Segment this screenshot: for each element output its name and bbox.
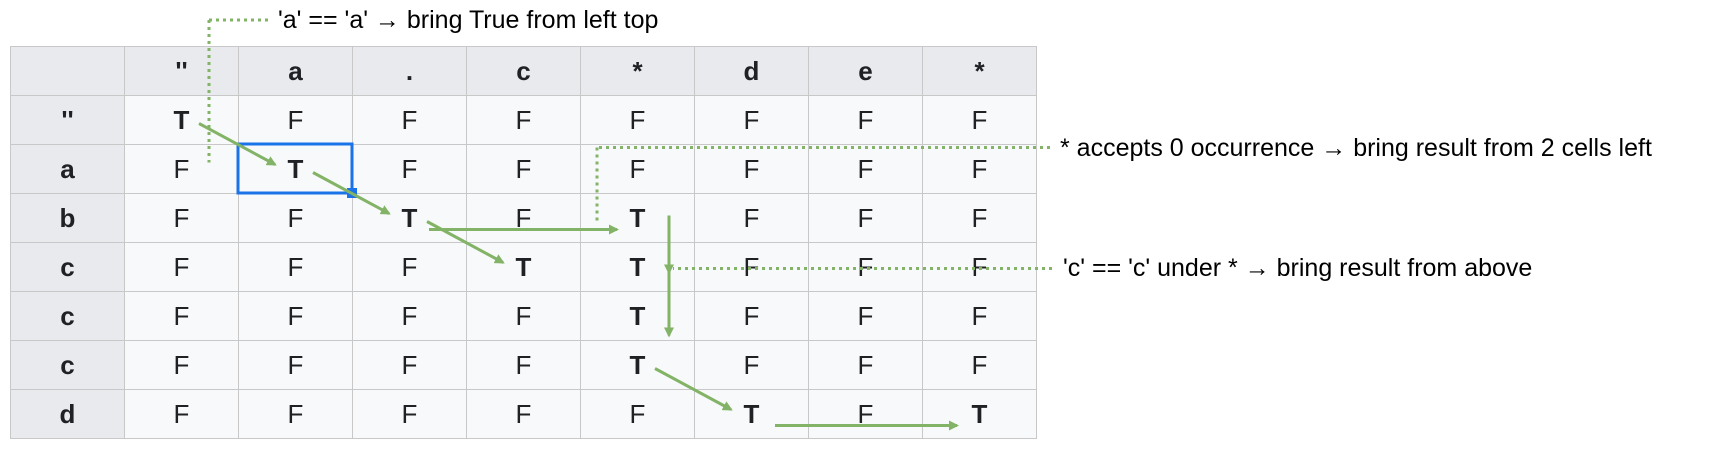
table-cell: T (581, 292, 695, 341)
table-cell: F (809, 96, 923, 145)
table-cell: F (239, 194, 353, 243)
row-header: a (11, 145, 125, 194)
table-cell: T (353, 194, 467, 243)
table-cell: T (581, 194, 695, 243)
table-cell: F (923, 145, 1037, 194)
column-header: * (581, 47, 695, 96)
table-cell: F (695, 96, 809, 145)
table-cell: F (809, 243, 923, 292)
table-cell: T (125, 96, 239, 145)
table-cell: F (353, 341, 467, 390)
annotation-match: 'a' == 'a' → bring True from left top (278, 6, 659, 34)
table-cell: F (581, 390, 695, 439)
table-cell: F (125, 194, 239, 243)
row-header: c (11, 243, 125, 292)
table-cell: F (809, 194, 923, 243)
table-cell: F (581, 145, 695, 194)
table-cell: F (923, 341, 1037, 390)
table-cell: F (581, 96, 695, 145)
table-cell: F (239, 292, 353, 341)
table-cell: F (467, 390, 581, 439)
table-cell: T (695, 390, 809, 439)
table-cell: F (125, 390, 239, 439)
table-cell: F (353, 390, 467, 439)
table-cell: F (353, 145, 467, 194)
table-cell: F (353, 243, 467, 292)
table-cell: F (239, 243, 353, 292)
table-cell: F (239, 96, 353, 145)
table-cell: T (581, 243, 695, 292)
table-cell: F (695, 341, 809, 390)
table-cell: F (239, 341, 353, 390)
table-cell: T (239, 145, 353, 194)
table-cell: F (695, 243, 809, 292)
table-cell: F (809, 341, 923, 390)
column-header: '' (125, 47, 239, 96)
table-cell: F (923, 243, 1037, 292)
column-header: c (467, 47, 581, 96)
table-cell: F (695, 145, 809, 194)
table-cell: F (125, 292, 239, 341)
table-cell: F (467, 341, 581, 390)
table-cell: F (695, 194, 809, 243)
table-cell: T (581, 341, 695, 390)
row-header: b (11, 194, 125, 243)
table-cell: F (809, 390, 923, 439)
annotation-star-zero: * accepts 0 occurrence → bring result fr… (1060, 134, 1652, 162)
table-cell: F (353, 96, 467, 145)
table-cell: F (125, 243, 239, 292)
column-header: * (923, 47, 1037, 96)
table-cell: F (923, 194, 1037, 243)
column-header: d (695, 47, 809, 96)
table-cell: F (467, 96, 581, 145)
table-cell: F (467, 292, 581, 341)
column-header: e (809, 47, 923, 96)
table-cell: F (125, 341, 239, 390)
table-cell: T (923, 390, 1037, 439)
table-cell: F (809, 145, 923, 194)
table-cell: F (923, 292, 1037, 341)
table-cell: F (809, 292, 923, 341)
table-cell: F (467, 145, 581, 194)
row-header: c (11, 292, 125, 341)
table-cell: F (239, 390, 353, 439)
table-cell: T (467, 243, 581, 292)
column-header: a (239, 47, 353, 96)
table-cell: F (353, 292, 467, 341)
table-cell: F (923, 96, 1037, 145)
table-cell: F (695, 292, 809, 341)
column-header: . (353, 47, 467, 96)
table-cell: F (467, 194, 581, 243)
row-header: d (11, 390, 125, 439)
annotation-star-above: 'c' == 'c' under * → bring result from a… (1063, 254, 1533, 282)
row-header: '' (11, 96, 125, 145)
row-header: c (11, 341, 125, 390)
corner-cell (11, 47, 125, 96)
table-cell: F (125, 145, 239, 194)
